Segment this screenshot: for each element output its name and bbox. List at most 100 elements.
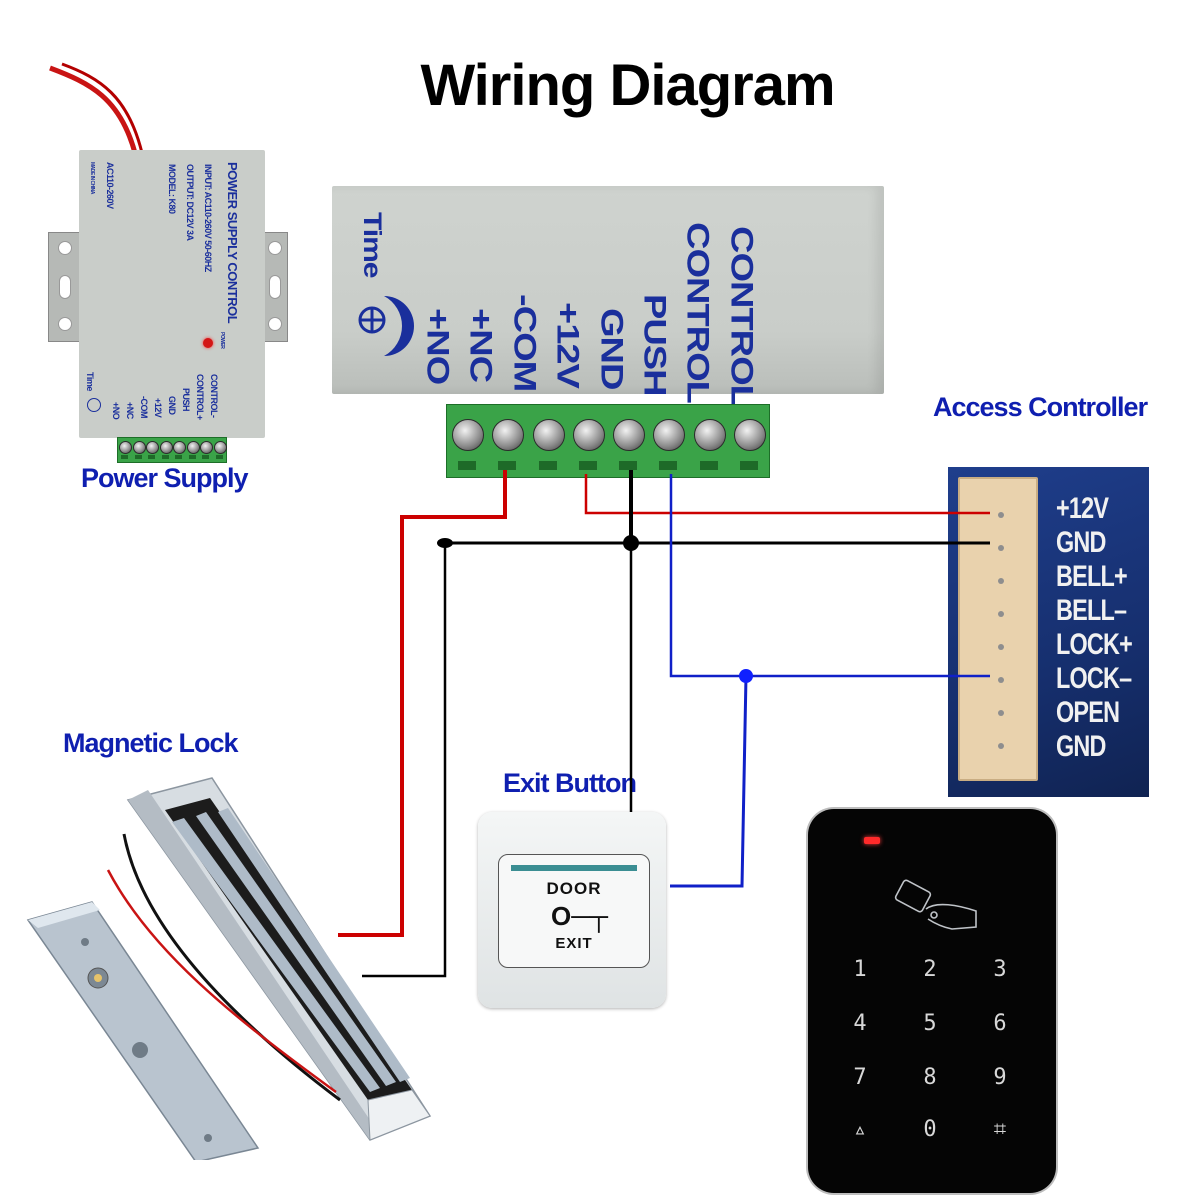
connector-pin [998,710,1004,716]
connector-pin [998,644,1004,650]
connector-pin [998,512,1004,518]
time-label: Time [85,372,95,391]
terminal-slot [121,455,129,459]
diagram-title: Wiring Diagram [420,53,835,118]
pin-label: LOCK+ [1056,628,1133,661]
keypad-key[interactable]: 2 [923,957,937,982]
terminal-screw-icon [132,441,146,454]
terminal-screw-icon [693,419,726,451]
terminal-slot [148,455,156,459]
magnetic-lock-icon [26,777,432,1160]
keypad-key[interactable]: 8 [923,1065,937,1090]
keypad-key[interactable]: 5 [923,1011,937,1036]
pin-label: GND [1056,730,1106,763]
terminal-block-large [446,404,770,478]
power-supply-large: Time +NO +NC -COM +12V GND PUSH CONTROL+… [332,186,884,424]
keypad-key[interactable]: ▵ [853,1117,867,1142]
terminal-screw-icon [572,419,605,451]
pin-label: +12V [1056,492,1109,525]
terminal-slot [699,461,718,470]
keypad-key[interactable]: 6 [993,1011,1007,1036]
power-supply-housing: POWER SUPPLY CONTROL INPUT: AC110-260V 5… [79,150,265,438]
exit-button-top-text: DOOR [546,879,602,898]
indicator-bar [511,865,637,871]
pin-label: GND [1056,526,1106,559]
terminal-slot [215,455,223,459]
housing-text: MADE IN CHINA [89,162,95,194]
keypad-key[interactable]: 3 [993,957,1007,982]
led-label: POWER [219,332,225,349]
time-knob-icon [87,398,101,412]
terminal-slot [202,455,210,459]
terminal-slot [175,455,183,459]
wire-blue-push-to-controller [669,474,990,678]
terminal-label: CONTROL- [209,374,219,418]
terminal-label: +12V [550,302,585,388]
card-reader-icon [894,879,977,930]
power-led-icon [203,338,213,348]
terminal-label: +12V [153,398,163,418]
wire-red-com-to-lock [338,470,507,937]
terminal-screw-icon [119,441,133,454]
terminal-screw-icon [452,419,485,451]
terminal-screw-icon [213,441,227,454]
exit-button[interactable]: DOOR O─┬ EXIT [478,812,666,1008]
terminal-label: CONTROL+ [680,222,715,425]
housing-text: OUTPUT: DC12V 3A [185,164,195,241]
junction-dot-push [739,669,753,683]
connector-pin [998,545,1004,551]
terminal-label: CONTROL+ [195,374,205,420]
wire-red-12v-to-controller [584,474,990,515]
terminal-screw-icon [733,419,766,451]
housing-text: AC110-260V [105,162,115,209]
keypad-key[interactable]: 9 [993,1065,1007,1090]
terminal-screw-icon [200,441,214,454]
exit-button-face[interactable]: DOOR O─┬ EXIT [498,854,650,968]
mounting-bracket-left [48,232,84,342]
connector-pin [998,578,1004,584]
terminal-label: -COM [139,396,149,418]
access-controller-label: Access Controller [933,392,1148,422]
terminal-label: +NC [125,402,135,419]
keypad-key[interactable]: 0 [923,1117,937,1142]
terminal-label: GND [167,396,177,415]
pin-label: BELL– [1056,594,1127,627]
housing-text: MODEL: K80 [167,164,177,214]
keypad-key[interactable]: 7 [853,1065,867,1090]
terminal-screw-icon [146,441,160,454]
keypad-key[interactable]: ⌗ [993,1117,1007,1142]
key-icon: O─┬ [551,901,609,931]
terminal-label: +NO [111,402,121,420]
pin-label: BELL+ [1056,560,1128,593]
exit-button-bottom-text: EXIT [555,935,593,952]
terminal-label: +NO [420,308,455,385]
terminal-screw-icon [653,419,686,451]
junction-dot-gnd [623,535,639,551]
terminal-label: GND [594,308,629,390]
terminal-block-small [117,437,227,463]
terminal-screw-icon [492,419,525,451]
terminal-screw-icon [186,441,200,454]
mounting-bracket-right [262,232,288,342]
housing-text: INPUT: AC110-260V 50-60HZ [203,164,213,272]
time-knob-icon [358,296,414,356]
terminal-slot [659,461,678,470]
terminal-label: PUSH [637,294,672,396]
terminal-screw-icon [613,419,646,451]
magnetic-lock-label: Magnetic Lock [63,728,239,758]
time-label: Time [358,212,386,278]
keypad-key[interactable]: 4 [853,1011,867,1036]
terminal-label: PUSH [181,388,191,412]
power-supply-label: Power Supply [81,463,249,493]
terminal-slot [619,461,638,470]
junction-dot-gnd-left [437,538,453,548]
power-cable-icon [49,62,144,154]
keypad-reader: 1 2 3 4 5 6 7 8 9 ▵ 0 ⌗ [808,809,1056,1193]
terminal-label: CONTROL- [724,226,759,419]
terminal-slot [134,455,142,459]
keypad-key[interactable]: 1 [853,957,867,982]
connector-header [958,477,1038,781]
wire-black-gnd-to-lock [362,543,447,978]
